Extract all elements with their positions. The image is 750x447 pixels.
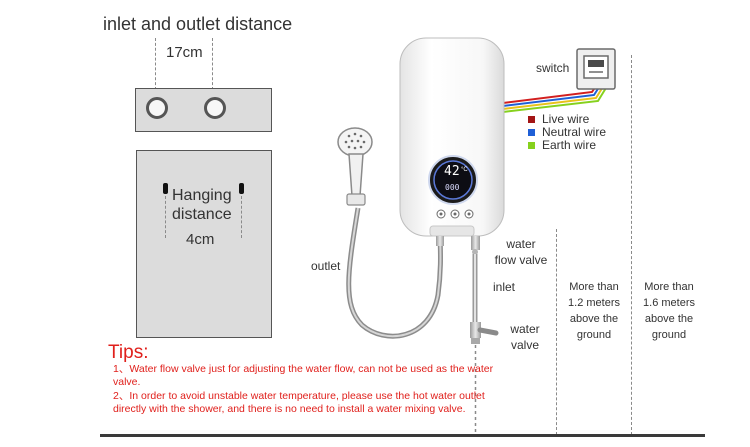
water-valve-handle xyxy=(477,327,499,336)
floor-line xyxy=(100,434,705,437)
height-note-1-2m-line4: ground xyxy=(576,329,612,341)
height-note-1-6m: More than 1.6 meters above the ground xyxy=(637,279,701,343)
water-valve-label-2: valve xyxy=(510,338,539,352)
legend-neutral-wire: Neutral wire xyxy=(528,125,606,139)
water-valve-label-1: water xyxy=(510,322,540,336)
inlet-outlet-distance-value: 17cm xyxy=(166,44,203,61)
tip-item-2: 2、In order to avoid unstable water tempe… xyxy=(113,390,485,415)
height-note-1-6m-line2: 1.6 meters xyxy=(643,297,695,309)
hanging-hook-left xyxy=(163,183,168,194)
height-note-1-6m-line4: ground xyxy=(651,329,687,341)
neutral-wire-label: Neutral wire xyxy=(542,125,607,139)
hanging-distance-label-1: Hanging xyxy=(172,187,232,204)
switch-label: switch xyxy=(536,61,570,75)
live-wire-label: Live wire xyxy=(542,112,590,126)
hanging-distance-value: 4cm xyxy=(186,231,215,248)
water-flow-valve-label-1: water xyxy=(506,237,536,251)
tip-item-1: 1、Water flow valve just for adjusting th… xyxy=(113,363,494,388)
flow-valve-fitting xyxy=(471,236,480,250)
neutral-wire-swatch xyxy=(528,128,535,136)
shower-holder xyxy=(346,193,366,206)
hanging-plate xyxy=(136,150,272,338)
earth-wire-label: Earth wire xyxy=(542,138,597,152)
height-note-1-2m-line3: above the xyxy=(569,313,619,325)
hanging-dashline-left xyxy=(165,196,166,238)
live-wire-swatch xyxy=(528,115,535,123)
water-flow-valve-label: water flow valve xyxy=(488,236,554,268)
tips-title: Tips: xyxy=(108,342,149,363)
hanging-dashline-right xyxy=(241,196,242,238)
height-line-1-2m xyxy=(556,229,557,435)
water-flow-valve-label-2: flow valve xyxy=(494,253,548,267)
inlet-port xyxy=(146,97,168,119)
outlet-port xyxy=(204,97,226,119)
outlet-label: outlet xyxy=(311,259,341,273)
water-valve-body xyxy=(470,322,481,338)
inlet-label: inlet xyxy=(493,280,516,294)
height-note-1-2m-line1: More than xyxy=(569,281,619,293)
hanging-distance-label-2: distance xyxy=(172,206,232,223)
shower-handle xyxy=(348,153,364,197)
height-note-1-2m-line2: 1.2 meters xyxy=(568,297,620,309)
inlet-outlet-plate xyxy=(135,88,272,132)
legend-earth-wire: Earth wire xyxy=(528,138,596,152)
inlet-dashline-left xyxy=(155,38,156,90)
inlet-outlet-title: inlet and outlet distance xyxy=(103,14,293,34)
height-note-1-6m-line3: above the xyxy=(644,313,694,325)
hanging-hook-right xyxy=(239,183,244,194)
height-note-1-6m-line1: More than xyxy=(644,281,694,293)
shower-head xyxy=(337,127,373,157)
outlet-dashline-right xyxy=(212,38,213,90)
legend-live-wire: Live wire xyxy=(528,112,589,126)
display-readout: 000 xyxy=(445,183,460,192)
height-line-1-6m xyxy=(631,55,632,435)
earth-wire-swatch xyxy=(528,141,535,149)
water-heater-body xyxy=(399,37,505,237)
height-note-1-2m: More than 1.2 meters above the ground xyxy=(562,279,626,343)
display-temperature-unit: °C xyxy=(461,167,468,173)
water-valve-label: water valve xyxy=(503,321,547,353)
display-temperature: 42 xyxy=(444,164,460,179)
